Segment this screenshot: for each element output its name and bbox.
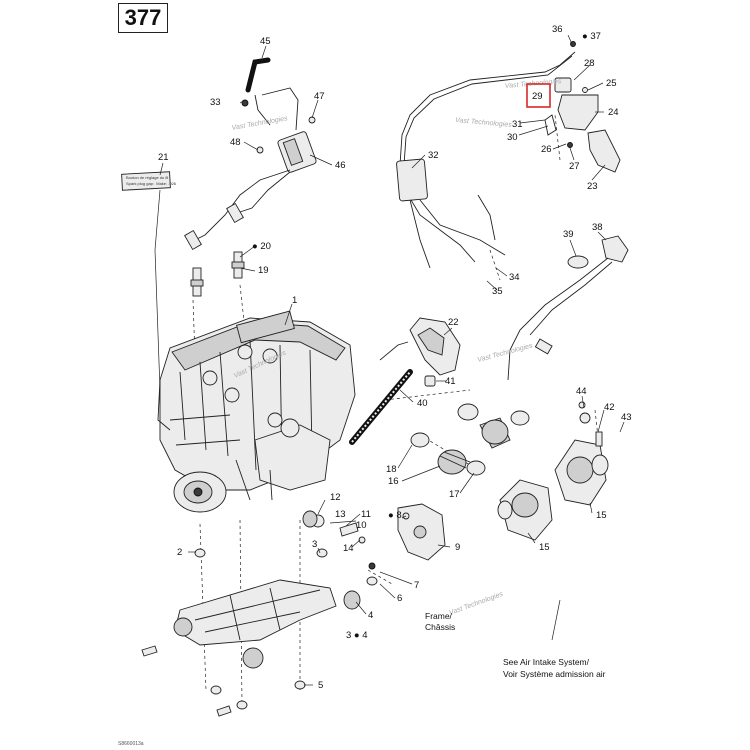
callout-47[interactable]: 47 [314,91,325,102]
callout-35[interactable]: 35 [492,286,503,297]
callout-labels: 1 2 3 3 ● 4 4 5 6 7 ● 8 9 10 11 12 13 14… [158,24,632,691]
callout-8[interactable]: ● 8 [388,510,402,521]
callout-29[interactable]: 29 [532,91,543,102]
page-number-box: 377 [118,3,168,33]
callout-leaders [159,34,625,686]
callout-36[interactable]: 36 [552,24,563,35]
callout-18[interactable]: 18 [386,464,397,475]
callout-27[interactable]: 27 [569,161,580,172]
callout-26[interactable]: 26 [541,144,552,155]
highlight-box-part-29 [526,83,551,108]
callout-39[interactable]: 39 [563,229,574,240]
callout-16[interactable]: 16 [388,476,399,487]
callout-28[interactable]: 28 [584,58,595,69]
oil-pump-cable: Vast Technologies [477,235,629,381]
air-intake-note-line1[interactable]: See Air Intake System/ [503,657,590,667]
callout-9[interactable]: 9 [455,542,460,553]
callout-3[interactable]: 3 [312,539,317,550]
callout-25[interactable]: 25 [606,78,617,89]
callout-2[interactable]: 2 [177,547,182,558]
callout-45[interactable]: 45 [260,36,271,47]
air-intake-note-line2[interactable]: Voir Système admission air [503,669,606,679]
callout-41[interactable]: 41 [445,376,456,387]
callout-30[interactable]: 30 [507,132,518,143]
callout-10[interactable]: 10 [356,520,367,531]
callout-44[interactable]: 44 [576,386,587,397]
callout-48[interactable]: 48 [230,137,241,148]
reference-notes: Frame/ Châssis See Air Intake System/ Vo… [425,611,606,679]
callout-15a[interactable]: 15 [539,542,550,553]
callout-40[interactable]: 40 [417,398,428,409]
callout-7[interactable]: 7 [414,580,419,591]
callout-3-4[interactable]: 3 ● 4 [346,630,368,641]
callout-6[interactable]: 6 [397,593,402,604]
callout-46[interactable]: 46 [335,160,346,171]
callout-12[interactable]: 12 [330,492,341,503]
callout-24[interactable]: 24 [608,107,619,118]
frame-note-line2[interactable]: Châssis [425,622,455,632]
intake-boots [410,403,530,476]
callout-14[interactable]: 14 [343,543,354,554]
dipstick [349,369,436,445]
callout-37[interactable]: ● 37 [582,31,601,42]
page-number: 377 [124,5,162,30]
callout-20[interactable]: ● 20 [252,241,271,252]
callout-15b[interactable]: 15 [596,510,607,521]
watermark-cable2: Vast Technologies [455,117,513,129]
callout-17[interactable]: 17 [449,489,460,500]
callout-34[interactable]: 34 [509,272,520,283]
engine-block: Vast Technologies [157,310,356,513]
callout-5[interactable]: 5 [318,680,323,691]
carburetors [497,401,609,541]
footer-code: S8660013a [118,741,144,747]
frame-note-line1[interactable]: Frame/ [425,611,453,621]
tag-text-line1: Bouton de réglage du fil [126,175,168,180]
engine-mounts: Vast Technologies [141,503,504,717]
callout-4[interactable]: 4 [368,610,373,621]
callout-32[interactable]: 32 [428,150,439,161]
watermark-pump: Vast Technologies [477,342,534,364]
callout-31[interactable]: 31 [512,119,523,130]
watermark-mounts: Vast Technologies [448,591,504,617]
callout-11[interactable]: 11 [361,509,371,520]
spark-plugs [190,251,245,297]
callout-22[interactable]: 22 [448,317,459,328]
watermark-coil: Vast Technologies [231,115,289,132]
callout-43[interactable]: 43 [621,412,632,423]
callout-1[interactable]: 1 [292,295,297,306]
callout-42[interactable]: 42 [604,402,615,413]
callout-33[interactable]: 33 [210,97,221,108]
ignition-coil-assembly: Bouton de réglage du fil Spark plug gap:… [121,57,317,391]
callout-38[interactable]: 38 [592,222,603,233]
tag-text-line2: Spark plug gap: Make: .026 [126,181,177,186]
callout-13[interactable]: 13 [335,509,346,520]
callout-19[interactable]: 19 [258,265,269,276]
callout-21[interactable]: 21 [158,152,169,163]
callout-23[interactable]: 23 [587,181,598,192]
